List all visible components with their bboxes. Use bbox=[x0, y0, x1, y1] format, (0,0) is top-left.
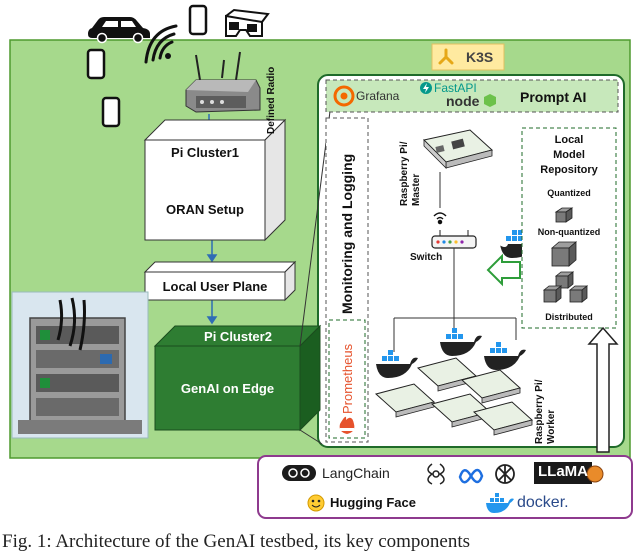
connector-line bbox=[299, 429, 323, 445]
pi-cluster1-title: Pi Cluster1 bbox=[171, 145, 239, 160]
non-quantized-label: Non-quantized bbox=[537, 227, 601, 237]
distributed-model-cubes bbox=[542, 271, 589, 303]
wifi-icon bbox=[144, 24, 178, 64]
local-model-repository-box bbox=[521, 127, 617, 329]
prometheus-box bbox=[328, 319, 366, 439]
prometheus-icon bbox=[339, 416, 355, 434]
grafana-label: Grafana bbox=[356, 89, 400, 103]
vr-glasses-icon bbox=[225, 8, 270, 37]
rpi-master-label: Raspberry Pi/ Master bbox=[399, 141, 422, 206]
tools-upload-arrow bbox=[587, 326, 619, 453]
prometheus-label: Prometheus bbox=[340, 343, 355, 414]
llama-logo bbox=[534, 462, 604, 484]
docker-icon bbox=[484, 342, 526, 370]
docker-icon bbox=[486, 493, 514, 513]
prompt-ai-bar bbox=[325, 79, 619, 113]
prompt-ai-label: Prompt AI bbox=[520, 89, 587, 105]
pi-cluster2-box bbox=[153, 324, 322, 432]
hugging-face-icon bbox=[307, 494, 325, 512]
figure-caption: Fig. 1: Architecture of the GenAI testbe… bbox=[2, 531, 471, 552]
switch-label: Switch bbox=[410, 252, 443, 263]
nodejs-icon bbox=[484, 94, 496, 107]
model-transfer-arrow bbox=[486, 253, 521, 287]
pi-cluster2-title: Pi Cluster2 bbox=[204, 329, 272, 344]
oran-setup-label: ORAN Setup bbox=[166, 202, 244, 217]
defined-radio-label: Defined Radio bbox=[266, 66, 277, 134]
pi-cluster1-box bbox=[143, 118, 287, 242]
openai-icon bbox=[495, 464, 515, 484]
hugging-face-label: Hugging Face bbox=[330, 495, 416, 510]
llama-label: LLaMA bbox=[538, 463, 588, 480]
smartphone-icon bbox=[101, 96, 121, 128]
raspberry-pi-master-board bbox=[422, 129, 494, 169]
k3s-label: K3S bbox=[466, 49, 494, 65]
rpi-worker-label: Raspberry Pi/ Worker bbox=[534, 379, 557, 444]
docker-icon bbox=[440, 328, 482, 356]
langchain-icon bbox=[282, 465, 316, 481]
switch-icon bbox=[431, 230, 477, 249]
quantized-label: Quantized bbox=[547, 188, 591, 198]
wifi-icon bbox=[433, 212, 447, 225]
llm-logo-icon bbox=[427, 463, 445, 485]
nodejs-label: node bbox=[446, 93, 480, 109]
repository-title-3: Repository bbox=[540, 164, 598, 176]
repository-title-2: Model bbox=[553, 149, 585, 161]
pi-cluster-photo bbox=[11, 291, 149, 439]
monitoring-logging-label: Monitoring and Logging bbox=[339, 153, 355, 314]
repository-title-1: Local bbox=[554, 134, 584, 146]
local-user-plane-label: Local User Plane bbox=[162, 279, 268, 294]
grafana-icon bbox=[333, 85, 355, 107]
langchain-label: LangChain bbox=[322, 465, 390, 481]
car-icon bbox=[88, 17, 150, 44]
network-tree bbox=[393, 248, 517, 352]
docker-icon bbox=[498, 230, 542, 258]
docker-icon bbox=[376, 350, 418, 378]
smartphone-icon bbox=[86, 48, 106, 80]
radio-device-icon bbox=[185, 51, 261, 113]
quantized-model-cube bbox=[554, 207, 574, 223]
raspberry-pi-worker-boards bbox=[374, 357, 534, 436]
fastapi-label: FastAPI bbox=[434, 81, 477, 95]
local-user-plane-box bbox=[143, 260, 297, 302]
smartphone-icon bbox=[188, 4, 208, 36]
genai-on-edge-label: GenAI on Edge bbox=[180, 381, 275, 396]
fastapi-icon bbox=[420, 82, 432, 94]
non-quantized-model-cube bbox=[550, 241, 578, 267]
meta-icon bbox=[458, 468, 484, 484]
k3s-logo bbox=[431, 43, 505, 71]
docker-label: docker. bbox=[517, 494, 569, 511]
distributed-label: Distributed bbox=[545, 312, 593, 322]
